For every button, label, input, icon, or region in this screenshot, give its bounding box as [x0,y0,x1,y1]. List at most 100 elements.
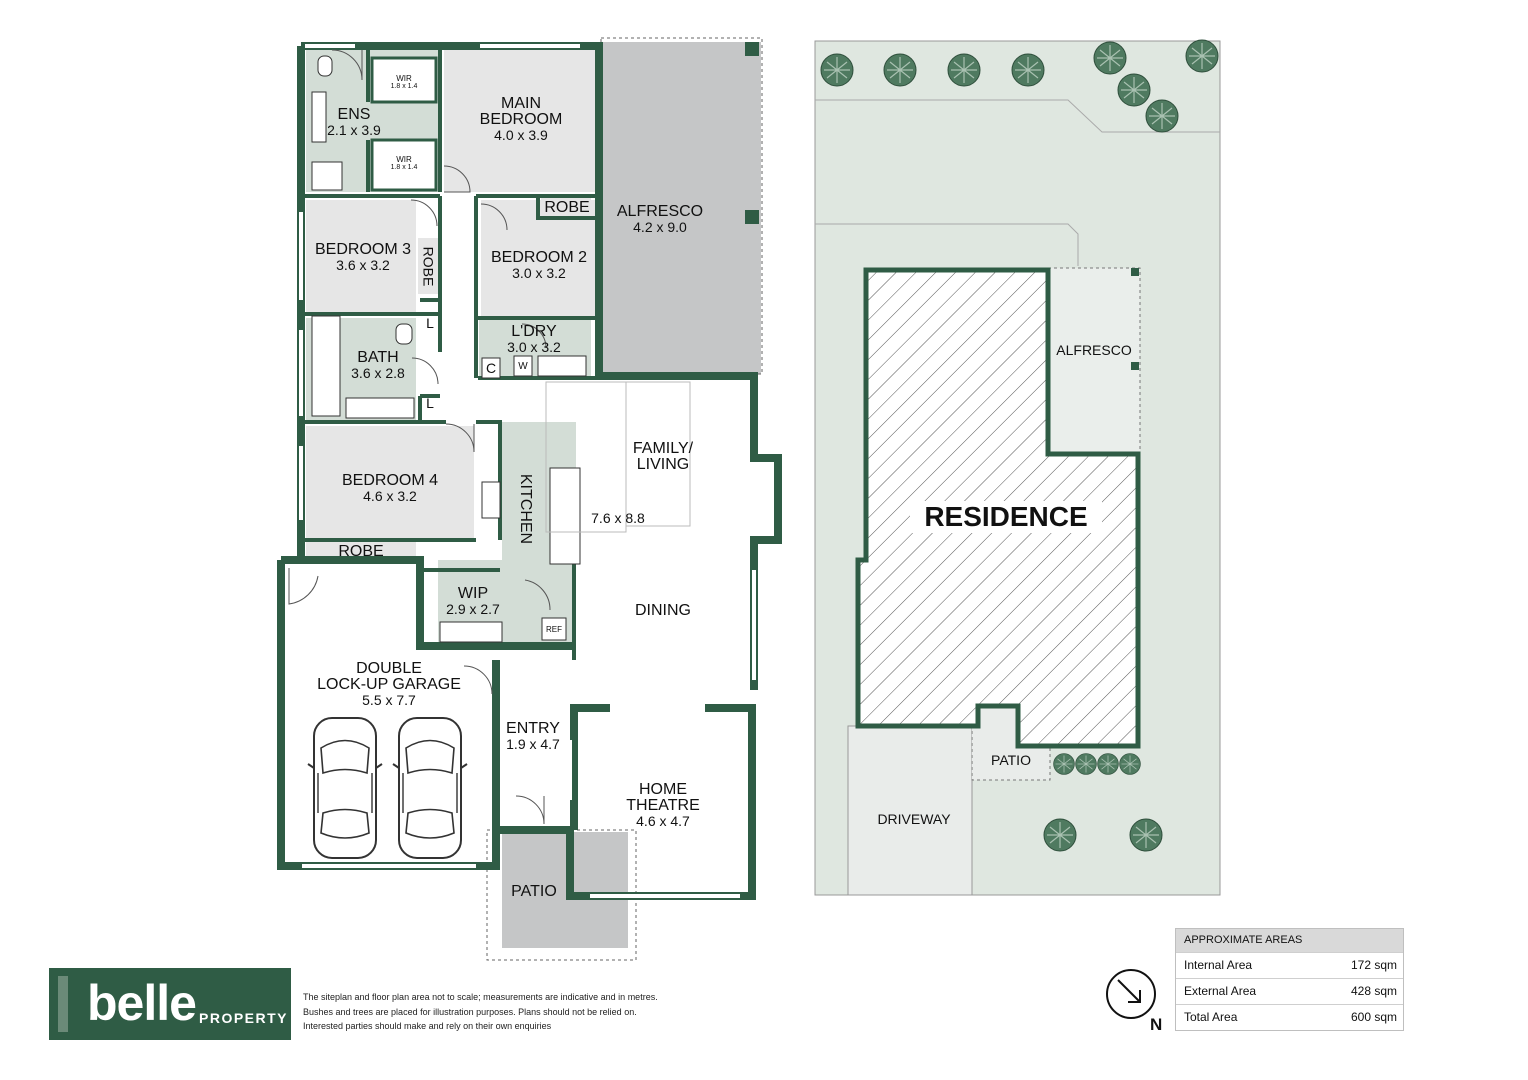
area-value: 600 sqm [1350,1010,1397,1024]
area-label: External Area [1184,984,1257,998]
laundry-c-name: C [485,360,497,376]
areas-table: APPROXIMATE AREAS Internal Area 172 sqm E… [1175,928,1404,1031]
disclaimer: The siteplan and floor plan area not to … [303,990,723,1034]
linen1-label: L [421,316,439,331]
floor-plan [277,37,1213,961]
wir-top-name: WIR [396,74,412,83]
logo-bar [58,976,68,1032]
wip-dims: 2.9 x 2.7 [446,601,500,617]
car-icon [392,717,468,859]
laundry-name: L'DRY [511,323,557,340]
area-value: 172 sqm [1350,958,1397,972]
home-theatre-name-2: THEATRE [626,797,700,814]
site-patio-label: PATIO [991,752,1031,768]
family-living-label: FAMILY/LIVING [620,441,706,473]
bedroom4-dims: 4.6 x 3.2 [363,488,417,504]
robe-bed4-name: ROBE [338,543,384,560]
dining-name: DINING [635,602,691,619]
garage-dims: 5.5 x 7.7 [362,692,416,708]
disclaimer-line: The siteplan and floor plan area not to … [303,992,658,1002]
entry-dims: 1.9 x 4.7 [506,736,560,752]
bedroom4-name: BEDROOM 4 [341,472,438,489]
car-icon [307,717,383,859]
driveway-label: DRIVEWAY [877,811,951,827]
bedroom3-dims: 3.6 x 3.2 [336,257,390,273]
areas-row: Internal Area 172 sqm [1176,952,1403,978]
wir-bottom-name: WIR [396,155,412,164]
linen1-name: L [426,315,434,331]
wir-top-dims: 1.8 x 1.4 [390,83,418,90]
areas-row: Total Area 600 sqm [1176,1004,1403,1030]
robe-bed3-label: ROBE [420,241,437,293]
patio-label: PATIO [504,884,564,900]
main-bedroom-dims: 4.0 x 3.9 [494,127,548,143]
compass-circle [1106,969,1156,1019]
disclaimer-line: Bushes and trees are placed for illustra… [303,1006,637,1017]
bath-dims: 3.6 x 2.8 [351,365,405,381]
kitchen-name: KITCHEN [517,473,534,545]
ensuite-name: ENS [337,106,371,123]
entry-name: ENTRY [506,720,560,737]
site-alfresco-area [1047,267,1141,455]
home-theatre-name-1: HOME [639,781,687,798]
kitchen-label: KITCHEN [517,469,534,549]
laundry-c-label: C [482,361,500,376]
garage-name-1: DOUBLE [356,660,422,677]
robe-bed2-name: ROBE [544,199,590,216]
alfresco-dims: 4.2 x 9.0 [633,219,687,235]
bath-name: BATH [357,349,399,366]
patio-name: PATIO [511,883,557,900]
compass-letter: N [1150,1015,1163,1034]
robe-bed3-name: ROBE [420,246,437,287]
residence-label: RESIDENCE [910,501,1102,533]
linen2-label: L [421,396,439,411]
laundry-w-name: W [518,361,528,372]
bedroom2-dims: 3.0 x 3.2 [512,265,566,281]
family-living-name-2: LIVING [636,456,690,473]
wir-bottom-dims: 1.8 x 1.4 [390,164,418,171]
robe-bed2-label: ROBE [540,200,594,216]
area-label: Internal Area [1184,958,1253,972]
bedroom2-name: BEDROOM 2 [490,249,587,266]
main-bedroom-name-1: MAIN [501,95,541,112]
wip-name: WIP [457,585,489,602]
alfresco-area [601,42,761,374]
ref-label: REF [542,626,566,634]
patio-area [502,832,628,948]
site-alfresco-label: ALFRESCO [1056,342,1132,358]
disclaimer-line: Interested parties should make and rely … [303,1021,552,1031]
area-value: 428 sqm [1350,984,1397,998]
areas-row: External Area 428 sqm [1176,978,1403,1004]
logo-word: belle [87,975,197,1031]
bedroom3-name: BEDROOM 3 [314,241,411,258]
linen2-name: L [426,395,434,411]
ensuite-dims: 2.1 x 3.9 [327,122,381,138]
main-bedroom-name-2: BEDROOM [479,111,563,128]
areas-title: APPROXIMATE AREAS [1176,929,1403,952]
brand-logo: belle PROPERTY [49,968,291,1040]
family-living-name-1: FAMILY/ [632,440,694,457]
logo-sub: PROPERTY [199,1010,289,1026]
robe-bed4-label: ROBE [326,544,396,560]
family-living-dims: 7.6 x 8.8 [591,510,645,526]
laundry-w-label: W [514,361,532,372]
area-label: Total Area [1184,1010,1238,1024]
driveway-area [847,725,973,896]
garage-name-2: LOCK-UP GARAGE [317,676,461,693]
home-theatre-dims: 4.6 x 4.7 [636,813,690,829]
